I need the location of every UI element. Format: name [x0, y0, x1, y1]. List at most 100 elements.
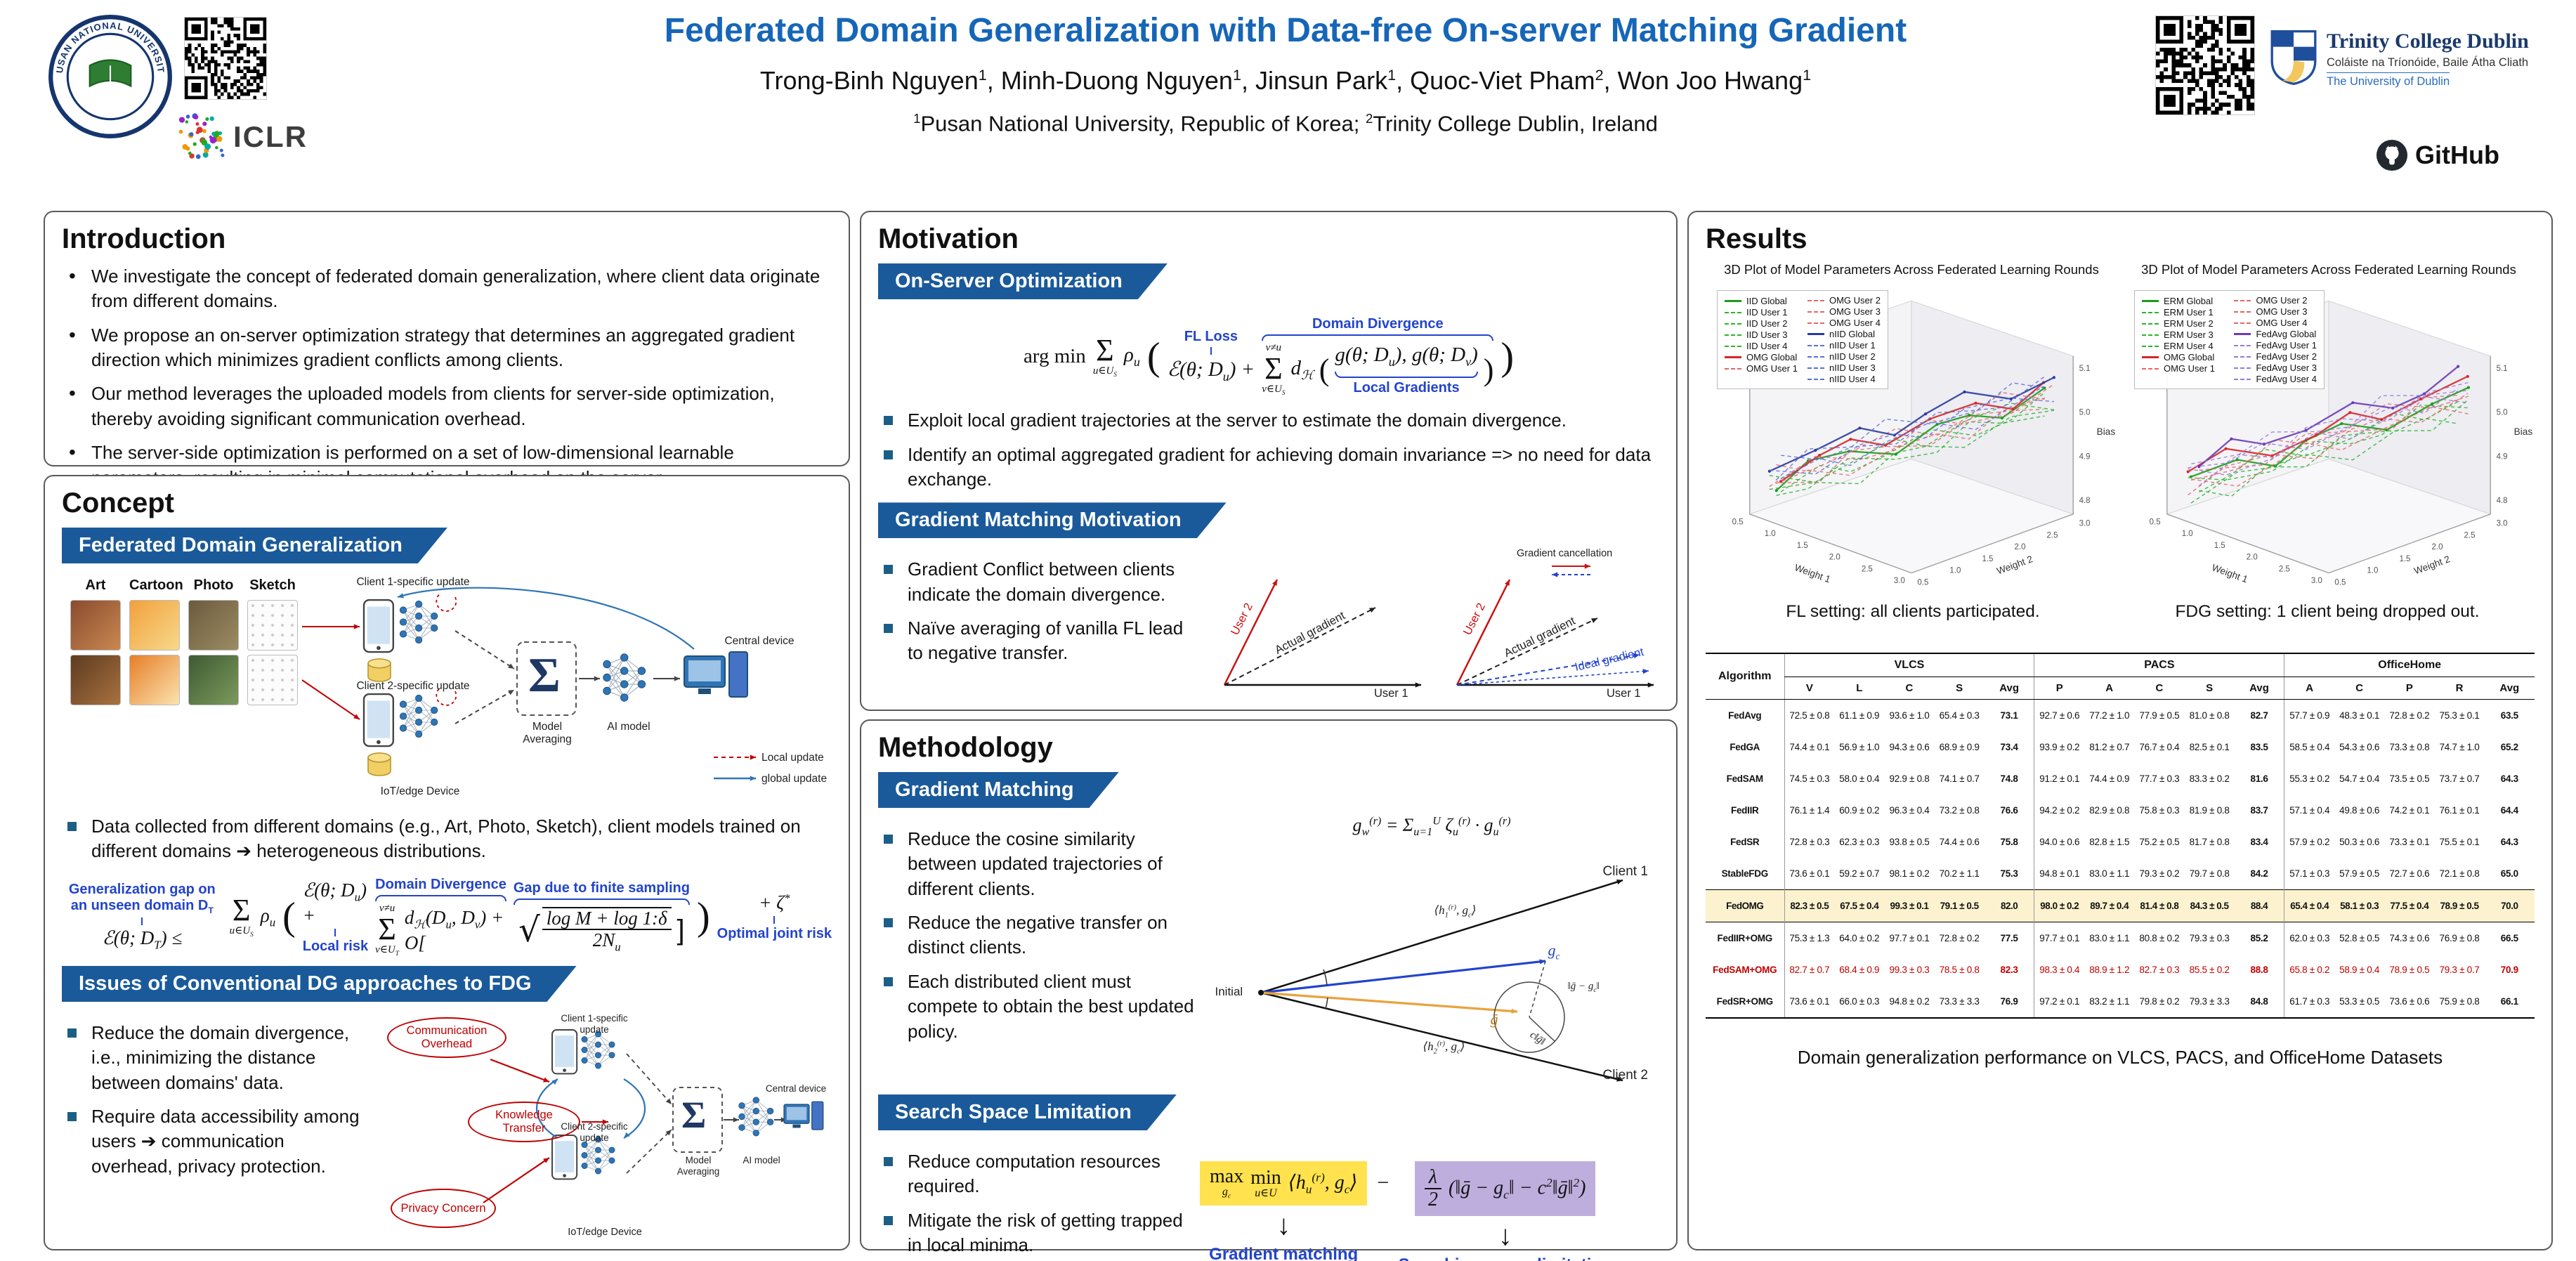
- legend-entry: OMG User 2: [1807, 295, 1881, 306]
- result-cell: 64.3: [2500, 836, 2518, 847]
- result-cell: 97.7 ± 0.1: [1884, 921, 1935, 954]
- fdg-caption: FDG setting: 1 client being dropped out.: [2175, 601, 2480, 621]
- legend-entry: OMG User 4: [1807, 318, 1881, 328]
- svg-text:1.5: 1.5: [1797, 542, 1808, 550]
- gmm-bullet-list: Gradient Conflict between clients indica…: [878, 548, 1194, 674]
- column-header: C: [1884, 677, 1935, 700]
- result-cell: 65.4 ± 0.4: [2284, 889, 2335, 922]
- legend-entry: IID User 4: [1725, 341, 1798, 351]
- issues-bullet-list: Reduce the domain divergence, i.e., mini…: [62, 1012, 364, 1188]
- result-cell: 79.7 ± 0.8: [2189, 868, 2230, 879]
- result-cell: 93.8 ± 0.5: [1889, 836, 1930, 847]
- svg-text:1.5: 1.5: [1982, 555, 1993, 563]
- bullet-item: Each distributed client must compete to …: [878, 969, 1199, 1044]
- search-space-bullet-list: Reduce computation resources required. Mi…: [878, 1140, 1187, 1261]
- svg-text:2.5: 2.5: [1862, 565, 1873, 573]
- introduction-bullet-list: We investigate the concept of federated …: [62, 263, 832, 490]
- fdg-diagram: Art Cartoon Photo Sketch Client 1-specif…: [62, 573, 835, 805]
- result-cell: 82.0: [1984, 889, 2034, 922]
- banner-search-space-limitation: Search Space Limitation: [878, 1095, 1177, 1130]
- column-header: Avg: [1984, 677, 2034, 700]
- client2-update-label: Client 2-specific update: [561, 1121, 628, 1143]
- privacy-concern-oval: Privacy Concern: [391, 1189, 496, 1229]
- legend-entry: nIID User 3: [1807, 362, 1881, 373]
- result-cell: 88.4: [2234, 889, 2284, 922]
- column-header: C: [2134, 677, 2185, 700]
- result-cell: 50.3 ± 0.6: [2339, 836, 2380, 847]
- result-cell: 76.7 ± 0.4: [2139, 741, 2180, 752]
- column-header: Algorithm: [1706, 653, 1784, 700]
- bullet-item: Reduce the cosine similarity between upd…: [878, 827, 1199, 901]
- result-cell: 74.8: [2000, 773, 2018, 784]
- gradient-matching-diagram: gw(r) = Σu=1U ζu(r) · gu(r) Initial Clie…: [1212, 815, 1659, 1093]
- dataset-group-header: PACS: [2034, 653, 2284, 677]
- svg-text:5.0: 5.0: [2497, 409, 2508, 417]
- result-cell: 64.0 ± 0.2: [1834, 921, 1885, 954]
- domain-divergence-label: Domain Divergence: [1312, 316, 1444, 332]
- result-cell: 59.2 ± 0.7: [1839, 868, 1880, 879]
- result-cell: 82.7 ± 0.7: [1784, 953, 1835, 986]
- plot-panel-fdg: 3D Plot of Model Parameters Across Feder…: [2123, 262, 2535, 595]
- result-cell: 88.9 ± 1.2: [2089, 964, 2130, 975]
- svg-text:2.0: 2.0: [2014, 543, 2025, 551]
- result-cell: 72.7 ± 0.6: [2389, 868, 2430, 879]
- sigma-aggregation-symbol: Σ: [528, 648, 561, 703]
- client1-vector-label: Client 1: [1602, 864, 1648, 879]
- bullet-item: Mitigate the risk of getting trapped in …: [878, 1208, 1187, 1258]
- algorithm-name: FedSAM: [1726, 773, 1764, 784]
- legend-entry: FedAvg User 4: [2234, 374, 2317, 384]
- user1-axis-label: User 1: [1606, 687, 1641, 700]
- photo-image-tile: [188, 655, 239, 705]
- github-logo: GitHub: [2376, 139, 2499, 171]
- generalization-bound-equation: Generalization gap on an unseen domain D…: [62, 877, 832, 958]
- svg-text:0.5: 0.5: [1917, 578, 1928, 587]
- down-arrow-icon: ↓: [1498, 1220, 1512, 1252]
- result-cell: 84.2: [2250, 868, 2268, 879]
- art-image-tile: [70, 655, 121, 705]
- bullet-item: Reduce computation resources required.: [878, 1149, 1187, 1199]
- svg-text:2.5: 2.5: [2047, 531, 2058, 540]
- finite-sampling-label: Gap due to finite sampling: [513, 880, 690, 896]
- global-update-label: global update: [761, 773, 828, 785]
- local-gradients-label: Local Gradients: [1353, 380, 1460, 396]
- results-table-caption: Domain generalization performance on VLC…: [1797, 1046, 2443, 1068]
- result-cell: 76.1 ± 0.1: [2439, 804, 2480, 816]
- affiliations-line: 1Pusan National University, Republic of …: [913, 111, 1658, 136]
- initial-point-label: Initial: [1215, 985, 1243, 998]
- svg-text:4.8: 4.8: [2079, 497, 2091, 505]
- qr-code: [2155, 15, 2255, 115]
- result-cell: 96.3 ± 0.4: [1889, 804, 1930, 816]
- result-cell: 76.1 ± 1.4: [1784, 794, 1835, 826]
- bullet-item: Data collected from different domains (e…: [62, 814, 832, 864]
- result-cell: 58.9 ± 0.4: [2339, 964, 2380, 975]
- result-cell: 66.0 ± 0.3: [1839, 995, 1880, 1007]
- svg-text:Weight 2: Weight 2: [1995, 554, 2034, 576]
- result-cell: 72.8 ± 0.2: [2389, 710, 2430, 721]
- section-concept: Concept Federated Domain Generalization …: [44, 475, 850, 1250]
- legend-entry: IID User 3: [1725, 329, 1798, 340]
- result-cell: 57.1 ± 0.4: [2284, 794, 2335, 826]
- svg-text:1.0: 1.0: [1765, 530, 1776, 538]
- on-server-bullet-list: Exploit local gradient trajectories at t…: [878, 408, 1659, 492]
- result-cell: 55.3 ± 0.2: [2284, 762, 2335, 795]
- result-cell: 61.7 ± 0.3: [2284, 985, 2335, 1018]
- result-cell: 73.5 ± 0.5: [2389, 773, 2430, 784]
- result-cell: 91.2 ± 0.1: [2034, 762, 2085, 795]
- legend-entry: OMG Global: [1725, 352, 1798, 362]
- poster-title: Federated Domain Generalization with Dat…: [664, 12, 1907, 49]
- plot-title: 3D Plot of Model Parameters Across Feder…: [2141, 262, 2516, 277]
- client2-update-label: Client 2-specific update: [356, 680, 470, 692]
- result-cell: 70.9: [2500, 964, 2518, 975]
- gradient-cancellation-diagram: Gradient cancellation User 2 Actual grad…: [1439, 548, 1659, 703]
- algorithm-name: FedSR: [1730, 836, 1760, 847]
- result-cell: 73.6 ± 0.1: [1784, 857, 1835, 890]
- github-wordmark: GitHub: [2415, 141, 2499, 169]
- svg-text:5.1: 5.1: [2079, 365, 2091, 373]
- iclr-logo: ICLR: [176, 111, 308, 163]
- result-cell: 73.2 ± 0.8: [1939, 804, 1980, 816]
- iot-edge-device-label: IoT/edge Device: [380, 785, 460, 797]
